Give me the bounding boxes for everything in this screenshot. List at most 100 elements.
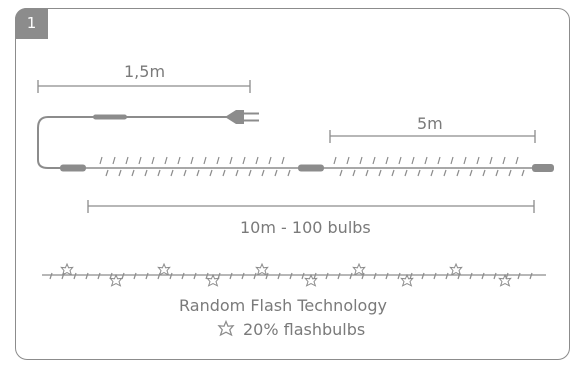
diagram-card: [15, 8, 570, 360]
bulb-tick: [138, 156, 142, 165]
bulb-tick: [170, 169, 174, 177]
bulb-tick: [424, 156, 428, 165]
bulb-tick: [131, 169, 135, 177]
total-dimension: [87, 200, 535, 213]
bulb-tick: [287, 169, 291, 177]
flash-string-tick: [433, 272, 437, 280]
bulb-tick: [177, 156, 181, 165]
bulb-tick: [216, 156, 220, 165]
flash-title: Random Flash Technology: [179, 296, 387, 315]
flash-string-tick: [73, 272, 77, 280]
flash-string-tick: [361, 272, 365, 280]
bulb-tick: [261, 169, 265, 177]
bulb-tick: [417, 169, 421, 177]
flash-string-tick: [145, 272, 149, 280]
bulb-tick: [346, 156, 350, 165]
flash-string-tick: [121, 272, 125, 280]
star-burst-icon: [218, 320, 234, 336]
flash-string-tick: [229, 272, 233, 280]
bulb-tick: [183, 169, 187, 177]
light-string: [60, 156, 554, 177]
bulb-tick: [502, 156, 506, 165]
flash-string-tick: [277, 272, 281, 280]
flash-string-tick: [205, 272, 209, 280]
bulb-tick: [190, 156, 194, 165]
bulb-tick: [515, 156, 519, 165]
bulb-tick: [372, 156, 376, 165]
bulb-tick: [196, 169, 200, 177]
bulb-tick: [268, 156, 272, 165]
bulb-tick: [352, 169, 356, 177]
bulb-tick: [482, 169, 486, 177]
bulb-tick: [404, 169, 408, 177]
flash-string-tick: [445, 272, 449, 280]
bulb-tick: [255, 156, 259, 165]
lead-cable-label: 1,5m: [124, 62, 166, 81]
flash-string-tick: [517, 272, 521, 280]
bulb-tick: [248, 169, 252, 177]
bulb-tick: [118, 169, 122, 177]
bulb-tick: [398, 156, 402, 165]
total-length-label: 10m - 100 bulbs: [240, 218, 371, 237]
bulb-tick: [430, 169, 434, 177]
flash-string-tick: [313, 272, 317, 280]
bulb-tick: [99, 156, 103, 165]
flash-string-tick: [253, 272, 257, 280]
bulb-tick: [521, 169, 525, 177]
bulb-tick: [112, 156, 116, 165]
flash-string-tick: [49, 272, 53, 280]
bulb-tick: [333, 156, 337, 165]
string-connector-middle: [298, 164, 324, 172]
bulb-tick: [151, 156, 155, 165]
bulb-tick: [164, 156, 168, 165]
bulb-tick: [222, 169, 226, 177]
extension-dimension: [329, 130, 536, 143]
bulb-tick: [489, 156, 493, 165]
bulb-tick: [339, 169, 343, 177]
flash-bulb-icon: [157, 263, 171, 276]
flash-string-tick: [337, 272, 341, 280]
flash-string-tick: [169, 272, 173, 280]
flash-string-tick: [265, 272, 269, 280]
flash-string-tick: [385, 272, 389, 280]
bulb-tick: [157, 169, 161, 177]
flash-bulb-icon: [449, 263, 463, 276]
bulb-tick: [495, 169, 499, 177]
bulb-tick: [242, 156, 246, 165]
bulb-tick: [281, 156, 285, 165]
flash-string-tick: [409, 272, 413, 280]
string-connector-start: [60, 164, 86, 172]
flash-string-tick: [481, 272, 485, 280]
bulb-tick: [209, 169, 213, 177]
flash-string-tick: [85, 272, 89, 280]
bulb-tick: [125, 156, 129, 165]
flash-bulb-icon: [352, 263, 366, 276]
bulb-tick: [456, 169, 460, 177]
extension-label: 5m: [417, 114, 443, 133]
bulb-tick: [235, 169, 239, 177]
string-end-cap: [532, 164, 554, 172]
flash-string-tick: [97, 272, 101, 280]
flash-string-tick: [241, 272, 245, 280]
bulb-tick: [378, 169, 382, 177]
lead-cable: [37, 110, 259, 169]
flash-string-tick: [325, 272, 329, 280]
bulb-tick: [469, 169, 473, 177]
bulb-tick: [437, 156, 441, 165]
flash-string-tick: [349, 272, 353, 280]
flash-string-tick: [493, 272, 497, 280]
bulb-tick: [229, 156, 233, 165]
bulb-tick: [359, 156, 363, 165]
flash-note: 20% flashbulbs: [243, 320, 366, 339]
flash-bulb-icon: [60, 263, 74, 276]
flash-string-tick: [181, 272, 185, 280]
flash-string-tick: [529, 272, 533, 280]
bulb-tick: [203, 156, 207, 165]
bulb-tick: [450, 156, 454, 165]
bulb-tick: [443, 169, 447, 177]
bulb-tick: [385, 156, 389, 165]
bulb-tick: [365, 169, 369, 177]
flash-string: [42, 263, 546, 287]
bulb-tick: [105, 169, 109, 177]
